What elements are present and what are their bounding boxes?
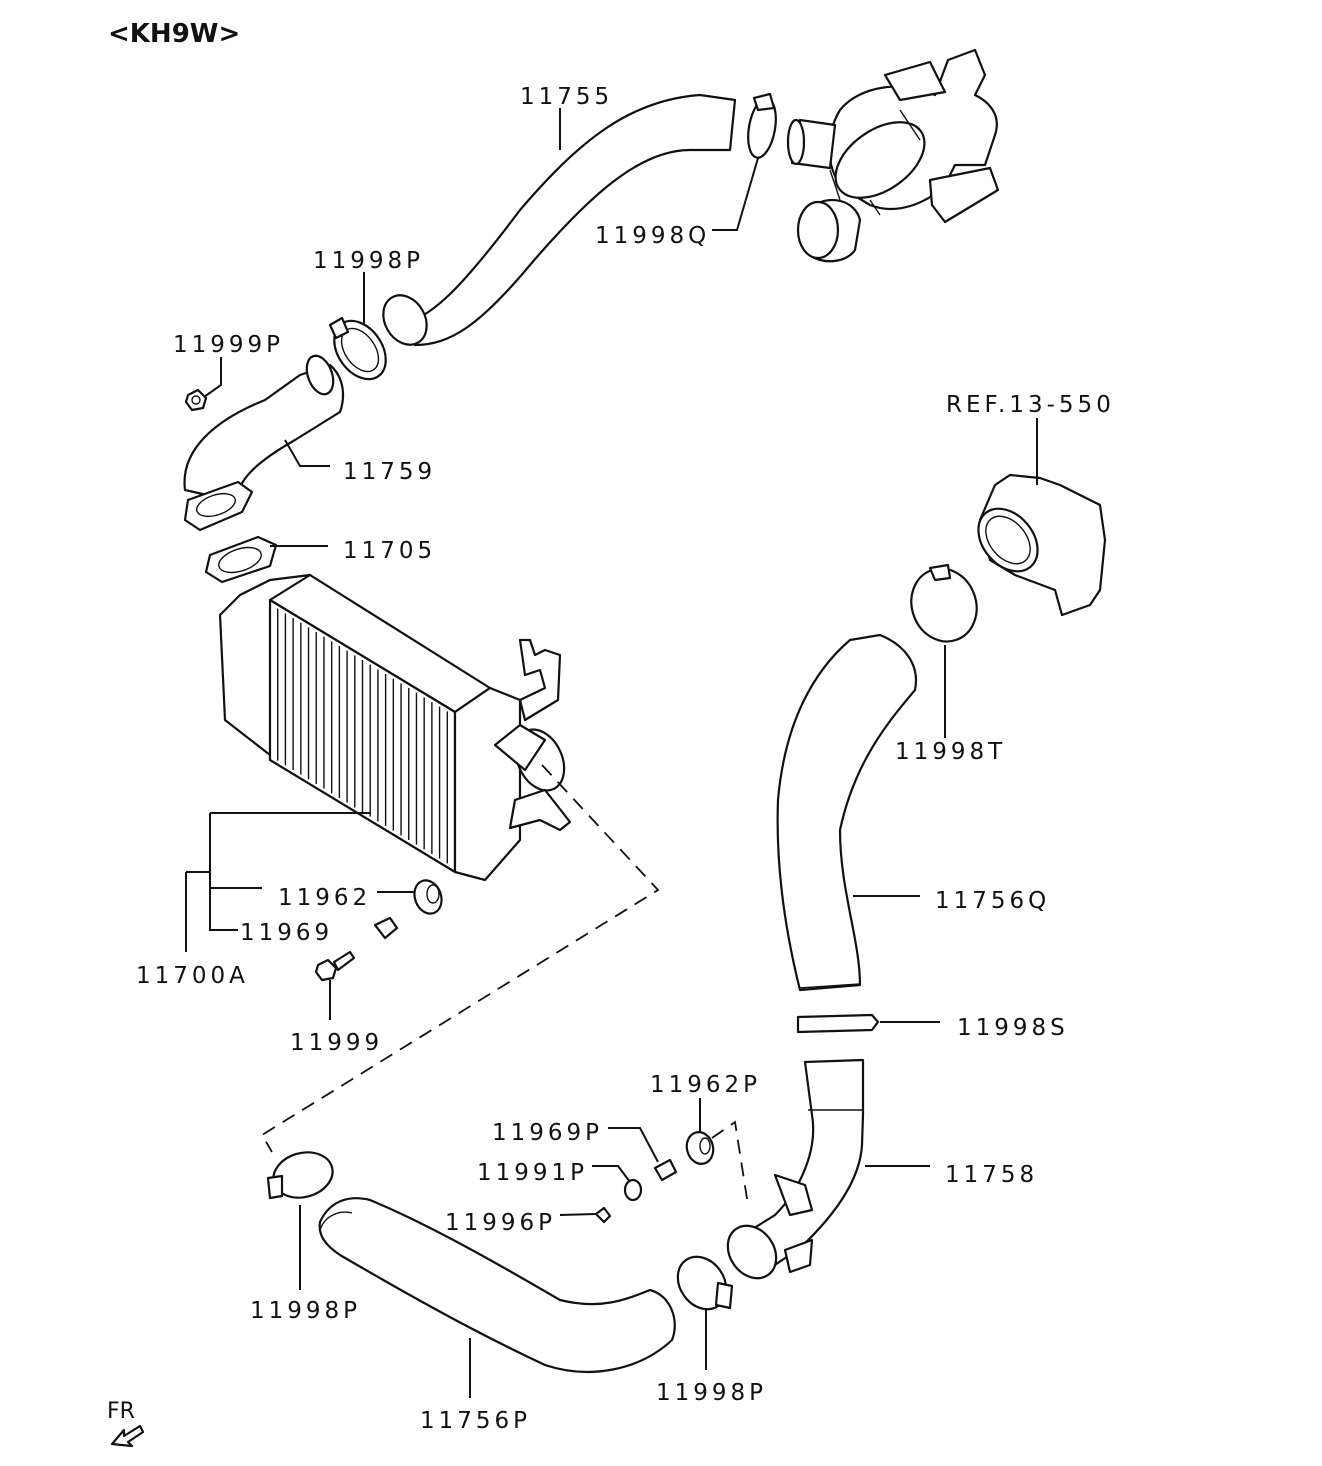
hose-clamp-icon: [266, 1151, 334, 1200]
label-11758: 11758: [945, 1162, 1038, 1188]
label-11700a: 11700A: [136, 963, 249, 989]
bolt-icon: [314, 950, 356, 982]
label-11998q: 11998Q: [595, 223, 710, 249]
hose-11755: [382, 93, 737, 347]
front-direction-indicator: FR: [107, 1399, 145, 1448]
label-11998p-top: 11998P: [313, 248, 424, 274]
hose-clamp-icon: [747, 92, 777, 159]
bolt-icon: [373, 916, 399, 940]
hose-clamp-icon: [910, 563, 978, 643]
label-11962: 11962: [278, 885, 371, 911]
label-11962p: 11962P: [650, 1072, 761, 1098]
label-11998p-left: 11998P: [250, 1298, 361, 1324]
part-labels: 11755 11998Q 11998P 11999P 11759 11705 R…: [136, 84, 1115, 1434]
bolt-icon: [594, 1206, 612, 1224]
label-11998t: 11998T: [895, 739, 1006, 765]
throttle-body-icon: [977, 473, 1107, 617]
label-11996p: 11996P: [445, 1210, 556, 1236]
label-11969p: 11969P: [492, 1120, 603, 1146]
label-11999p: 11999P: [173, 332, 284, 358]
hose-clamp-icon: [796, 1013, 880, 1034]
pipe-11759: [183, 354, 345, 532]
hose-clamp-icon: [328, 316, 387, 381]
hose-clamp-icon: [676, 1255, 734, 1311]
label-11756p: 11756P: [420, 1408, 531, 1434]
hose-11756p: [318, 1197, 676, 1373]
intercooler-icon: [218, 573, 572, 882]
turbocharger-icon: [786, 48, 1000, 263]
leader-lines: [185, 108, 1038, 1398]
bolt-icon: [184, 388, 208, 412]
front-direction-arrow-icon: [110, 1424, 145, 1448]
gasket-11705: [204, 535, 278, 584]
diagram-title: <KH9W>: [108, 19, 240, 49]
bolt-icon: [623, 1178, 643, 1202]
direction-label: FR: [107, 1399, 135, 1424]
label-11998p-right: 11998P: [656, 1380, 767, 1406]
bolt-icon: [653, 1158, 678, 1182]
label-11759: 11759: [343, 459, 436, 485]
label-11998s: 11998S: [957, 1015, 1069, 1041]
label-ref-13-550: REF.13-550: [946, 392, 1115, 418]
alignment-dashes: [260, 764, 749, 1206]
label-11991p: 11991P: [477, 1160, 588, 1186]
label-11705: 11705: [343, 538, 436, 564]
label-11756q: 11756Q: [935, 888, 1050, 914]
grommet-icon: [685, 1131, 715, 1165]
label-11969: 11969: [240, 920, 333, 946]
pipe-11758: [726, 1058, 865, 1280]
label-11999: 11999: [290, 1030, 383, 1056]
grommet-icon: [413, 879, 443, 915]
label-11755: 11755: [520, 84, 613, 110]
hose-11756q: [776, 633, 918, 992]
